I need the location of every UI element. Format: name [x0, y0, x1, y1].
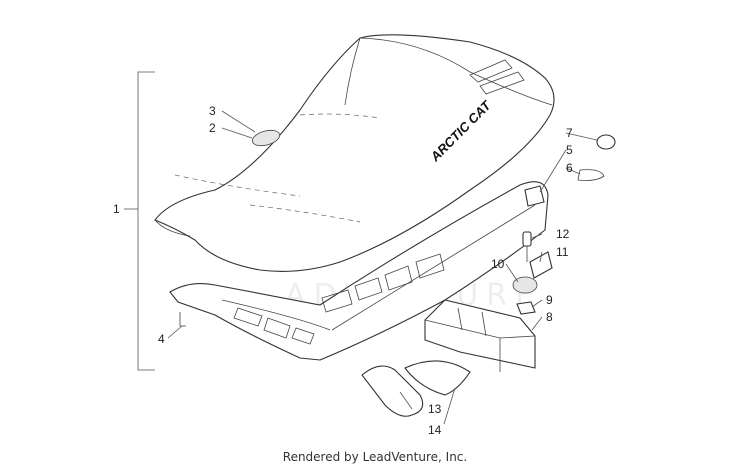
callout-2: 2 — [209, 121, 216, 135]
strap — [361, 365, 424, 417]
bolt — [522, 231, 532, 247]
emblem — [251, 129, 281, 147]
nut — [516, 301, 536, 315]
callout-6: 6 — [566, 161, 573, 175]
assembly-bracket — [137, 71, 155, 371]
strap-cover — [404, 360, 471, 396]
callout-10: 10 — [491, 257, 505, 271]
callout-3: 3 — [209, 104, 216, 118]
washer — [512, 276, 538, 294]
ring-clip — [596, 134, 616, 150]
callout-11: 11 — [556, 245, 569, 259]
callout-8: 8 — [546, 310, 553, 324]
latch-bracket — [524, 185, 545, 207]
seat-cushion — [154, 34, 555, 272]
callout-4: 4 — [158, 332, 165, 346]
callout-13: 13 — [428, 402, 442, 416]
callout-9: 9 — [546, 293, 553, 307]
mount-bracket — [529, 251, 553, 279]
hitch-pin — [577, 169, 605, 181]
callout-12: 12 — [556, 227, 570, 241]
callout-1: 1 — [113, 202, 120, 216]
callout-14: 14 — [428, 423, 442, 437]
seat-base — [169, 181, 549, 361]
callout-5: 5 — [566, 143, 573, 157]
footer-credit: Rendered by LeadVenture, Inc. — [282, 450, 468, 464]
clip — [179, 312, 186, 327]
foam-block — [424, 299, 536, 372]
callout-7: 7 — [566, 126, 573, 140]
